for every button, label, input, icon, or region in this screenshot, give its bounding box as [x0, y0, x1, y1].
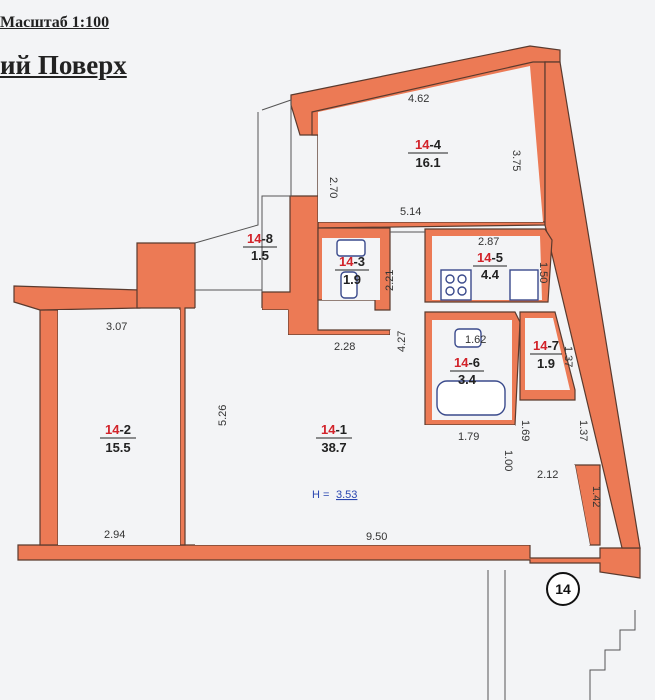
wall-stub	[574, 464, 601, 546]
room-prefix: 14	[247, 231, 262, 246]
burner-icon	[445, 286, 455, 296]
room-14-1-floor	[195, 308, 590, 545]
dim-label: 1.79	[458, 431, 479, 443]
room-prefix: 14	[321, 422, 336, 437]
toilet-icon	[340, 271, 358, 299]
svg-text:14-4: 14-4	[415, 137, 442, 152]
dim-label: 1.69	[519, 420, 531, 441]
room-area: 4.4	[481, 267, 500, 282]
burner-icon	[457, 274, 467, 284]
dim-label: 1.37	[577, 420, 589, 441]
room-label-14-5: 14-5 4.4	[473, 250, 507, 282]
dim-label: 3.75	[510, 150, 522, 171]
dim-label: 1.00	[502, 450, 514, 471]
burner-icon	[457, 286, 467, 296]
room-suffix: -5	[491, 250, 503, 265]
thin-lines	[194, 99, 636, 700]
apartment-circle	[546, 572, 580, 606]
dim-label: 2.28	[334, 341, 355, 353]
room-14-2-floor	[58, 310, 180, 545]
wall-column	[136, 242, 196, 546]
room-label-14-7: 14-7 1.9	[530, 338, 562, 371]
room-prefix: 14	[105, 422, 120, 437]
burner-icon	[445, 274, 455, 284]
room-label-14-3: 14-3 1.9	[335, 254, 369, 287]
floor-title: ий Поверх	[0, 50, 127, 80]
dim-label: 1.37	[562, 346, 574, 367]
corridor-outline	[261, 99, 292, 292]
ceiling-label: H =	[312, 489, 329, 501]
wall-bottom	[17, 544, 641, 579]
room-14-4-floor	[318, 66, 543, 222]
bathtub-icon	[436, 380, 506, 416]
room-label-14-8: 14-8 1.5	[243, 231, 277, 263]
room-prefix: 14	[339, 254, 354, 269]
dim-label: 2.70	[327, 177, 339, 198]
dim-label: 2.12	[537, 469, 558, 481]
svg-text:14-5: 14-5	[477, 250, 503, 265]
room-area: 1.9	[537, 356, 555, 371]
room-suffix: -8	[261, 231, 273, 246]
room-label-14-1: 14-1 38.7	[316, 422, 352, 455]
boiler-icon	[509, 269, 539, 301]
room-suffix: -4	[429, 137, 441, 152]
apartment-number: 14	[555, 581, 571, 597]
washbasin-icon	[454, 328, 482, 348]
svg-text:14-1: 14-1	[321, 422, 347, 437]
room-area: 38.7	[321, 440, 346, 455]
room-prefix: 14	[454, 355, 469, 370]
dim-label: 5.14	[400, 206, 421, 218]
room-prefix: 14	[533, 338, 548, 353]
room-suffix: -3	[353, 254, 365, 269]
sink-icon	[336, 239, 366, 257]
dim-label: 4.62	[408, 93, 429, 105]
corridor-outline-2	[194, 112, 259, 244]
dim-label: 1.50	[537, 262, 549, 283]
room-area: 1.5	[251, 248, 269, 263]
svg-text:14-6: 14-6	[454, 355, 480, 370]
stairs	[589, 610, 636, 700]
ceiling-value: 3.53	[336, 489, 357, 501]
dim-label: 2.87	[478, 236, 499, 248]
dim-label: 5.26	[217, 405, 229, 426]
scale-label: Масштаб 1:100	[0, 14, 110, 31]
dimension-labels: 4.62 3.75 2.70 5.14 2.87 1.50 2.21 4.27 …	[104, 93, 602, 543]
wall-left	[39, 309, 59, 546]
room-suffix: -7	[547, 338, 559, 353]
room-suffix: -2	[119, 422, 131, 437]
room-area: 1.9	[343, 272, 361, 287]
dim-label: 9.50	[366, 531, 387, 543]
apartment-number-badge: 14	[546, 572, 580, 606]
room-suffix: -6	[468, 355, 480, 370]
dim-label: 4.27	[396, 331, 408, 352]
room-prefix: 14	[415, 137, 430, 152]
room-label-14-4: 14-4 16.1	[408, 137, 448, 170]
svg-text:14-7: 14-7	[533, 338, 559, 353]
room-area: 3.4	[458, 372, 477, 387]
ceiling-height: H = 3.53	[312, 489, 357, 501]
room-label-14-6: 14-6 3.4	[450, 355, 484, 387]
room-label-14-2: 14-2 15.5	[100, 422, 136, 455]
fixtures	[336, 239, 539, 416]
room-area: 15.5	[105, 440, 130, 455]
wall-right	[544, 61, 641, 549]
room-suffix: -1	[335, 422, 347, 437]
dim-label: 1.62	[465, 334, 486, 346]
wall-top-left	[13, 285, 141, 311]
svg-text:14-3: 14-3	[339, 254, 365, 269]
stove-icon	[440, 269, 472, 301]
svg-text:14-8: 14-8	[247, 231, 273, 246]
dim-label: 3.07	[106, 321, 127, 333]
dim-label: 2.21	[384, 270, 396, 291]
room-area: 16.1	[415, 155, 440, 170]
room-prefix: 14	[477, 250, 492, 265]
dim-label: 2.94	[104, 529, 125, 541]
svg-text:14-2: 14-2	[105, 422, 131, 437]
dim-label: 1.42	[590, 486, 602, 507]
